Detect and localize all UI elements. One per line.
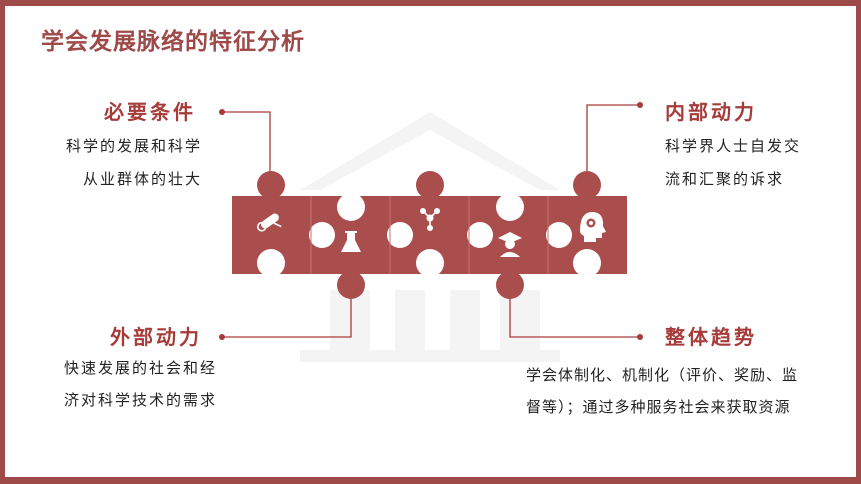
trend-desc-2: 督等）；通过多种服务社会来获取资源 — [526, 398, 791, 416]
necessary-desc-2: 从业群体的壮大 — [82, 170, 202, 188]
puzzle-hole — [387, 222, 413, 248]
internal-heading: 内部动力 — [665, 100, 757, 124]
external-desc-2: 济对科学技术的需求 — [64, 391, 218, 409]
puzzle-tab-bottom — [337, 271, 365, 299]
slide-title: 学会发展脉络的特征分析 — [41, 28, 305, 55]
puzzle-hole — [309, 222, 335, 248]
connector-dot — [219, 334, 225, 340]
internal-desc-1: 科学界人士自发交 — [665, 137, 802, 155]
necessary-desc-1: 科学的发展和科学 — [65, 137, 202, 155]
connector-dot — [219, 109, 225, 115]
puzzle-tab-top — [416, 171, 444, 199]
necessary-heading: 必要条件 — [104, 100, 196, 124]
puzzle-hole — [573, 249, 601, 277]
connector-external — [222, 290, 352, 338]
connector-necessary — [222, 111, 271, 178]
puzzle-hole — [416, 249, 444, 277]
connector-trend — [509, 290, 640, 338]
puzzle-tab-top — [573, 171, 601, 199]
puzzle-hole — [257, 249, 285, 277]
connector-dot — [637, 334, 643, 340]
trend-desc-1: 学会体制化、机制化（评价、奖励、监 — [526, 366, 799, 384]
graduate-icon — [498, 232, 522, 257]
brain-gear-icon — [580, 212, 606, 242]
puzzle-tab-bottom — [496, 271, 524, 299]
connector-dot — [637, 102, 643, 108]
puzzle-hole — [496, 193, 524, 221]
diploma-icon — [257, 213, 282, 232]
puzzle-hole — [546, 222, 572, 248]
external-heading: 外部动力 — [110, 325, 202, 349]
trend-heading: 整体趋势 — [665, 325, 757, 349]
internal-desc-2: 流和汇聚的诉求 — [665, 170, 785, 188]
puzzle-hole — [337, 193, 365, 221]
connector-internal — [586, 104, 640, 178]
external-desc-1: 快速发展的社会和经 — [64, 359, 218, 377]
flask-icon — [341, 231, 361, 252]
puzzle-hole — [467, 222, 493, 248]
molecule-icon — [420, 208, 440, 231]
puzzle-tab-top — [257, 171, 285, 199]
